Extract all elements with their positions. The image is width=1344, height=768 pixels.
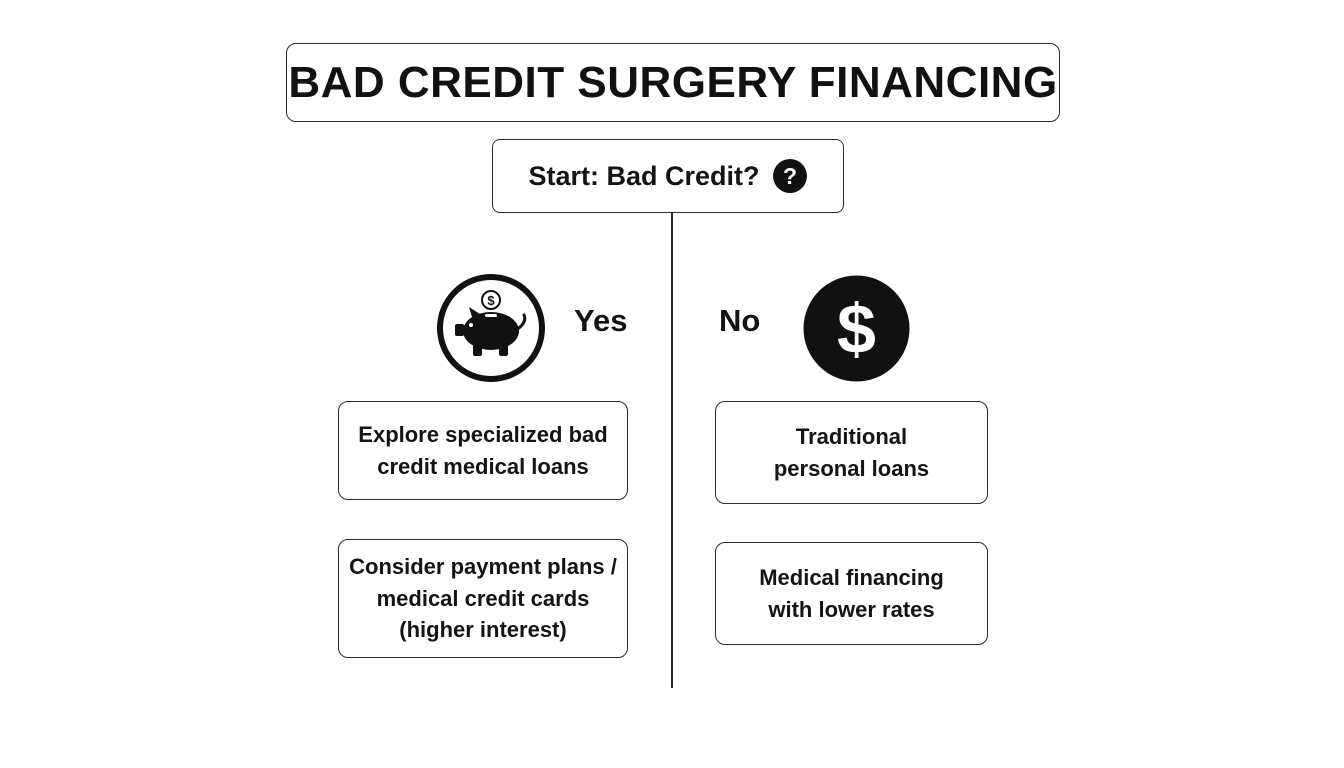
- svg-text:$: $: [837, 290, 876, 368]
- option-traditional-loans: Traditional personal loans: [715, 401, 988, 504]
- option-line: Explore specialized bad: [358, 421, 608, 447]
- option-line: with lower rates: [768, 596, 935, 622]
- piggy-bank-icon: $: [437, 274, 545, 382]
- option-line: Traditional: [795, 423, 908, 449]
- option-line: (higher interest): [399, 617, 567, 643]
- start-label: Start: Bad Credit?: [528, 160, 760, 191]
- option-medical-financing: Medical financing with lower rates: [715, 542, 988, 645]
- svg-text:?: ?: [782, 163, 796, 189]
- option-line: personal loans: [773, 455, 930, 481]
- branch-divider: [671, 213, 673, 688]
- branch-label-yes: Yes: [574, 303, 628, 338]
- question-icon: ?: [772, 159, 807, 193]
- title-box: BAD CREDIT SURGERY FINANCING: [286, 43, 1060, 122]
- option-bad-credit-loans: Explore specialized bad credit medical l…: [338, 401, 628, 500]
- dollar-icon: $: [803, 275, 910, 382]
- option-line: Medical financing: [759, 564, 944, 590]
- diagram-title: BAD CREDIT SURGERY FINANCING: [288, 57, 1058, 107]
- option-payment-plans: Consider payment plans / medical credit …: [338, 539, 628, 658]
- start-node: Start: Bad Credit? ?: [492, 139, 844, 213]
- branch-label-no: No: [719, 303, 761, 338]
- svg-text:$: $: [487, 293, 495, 308]
- option-line: medical credit cards: [376, 585, 590, 611]
- option-line: credit medical loans: [377, 453, 589, 479]
- option-line: Consider payment plans /: [349, 553, 617, 579]
